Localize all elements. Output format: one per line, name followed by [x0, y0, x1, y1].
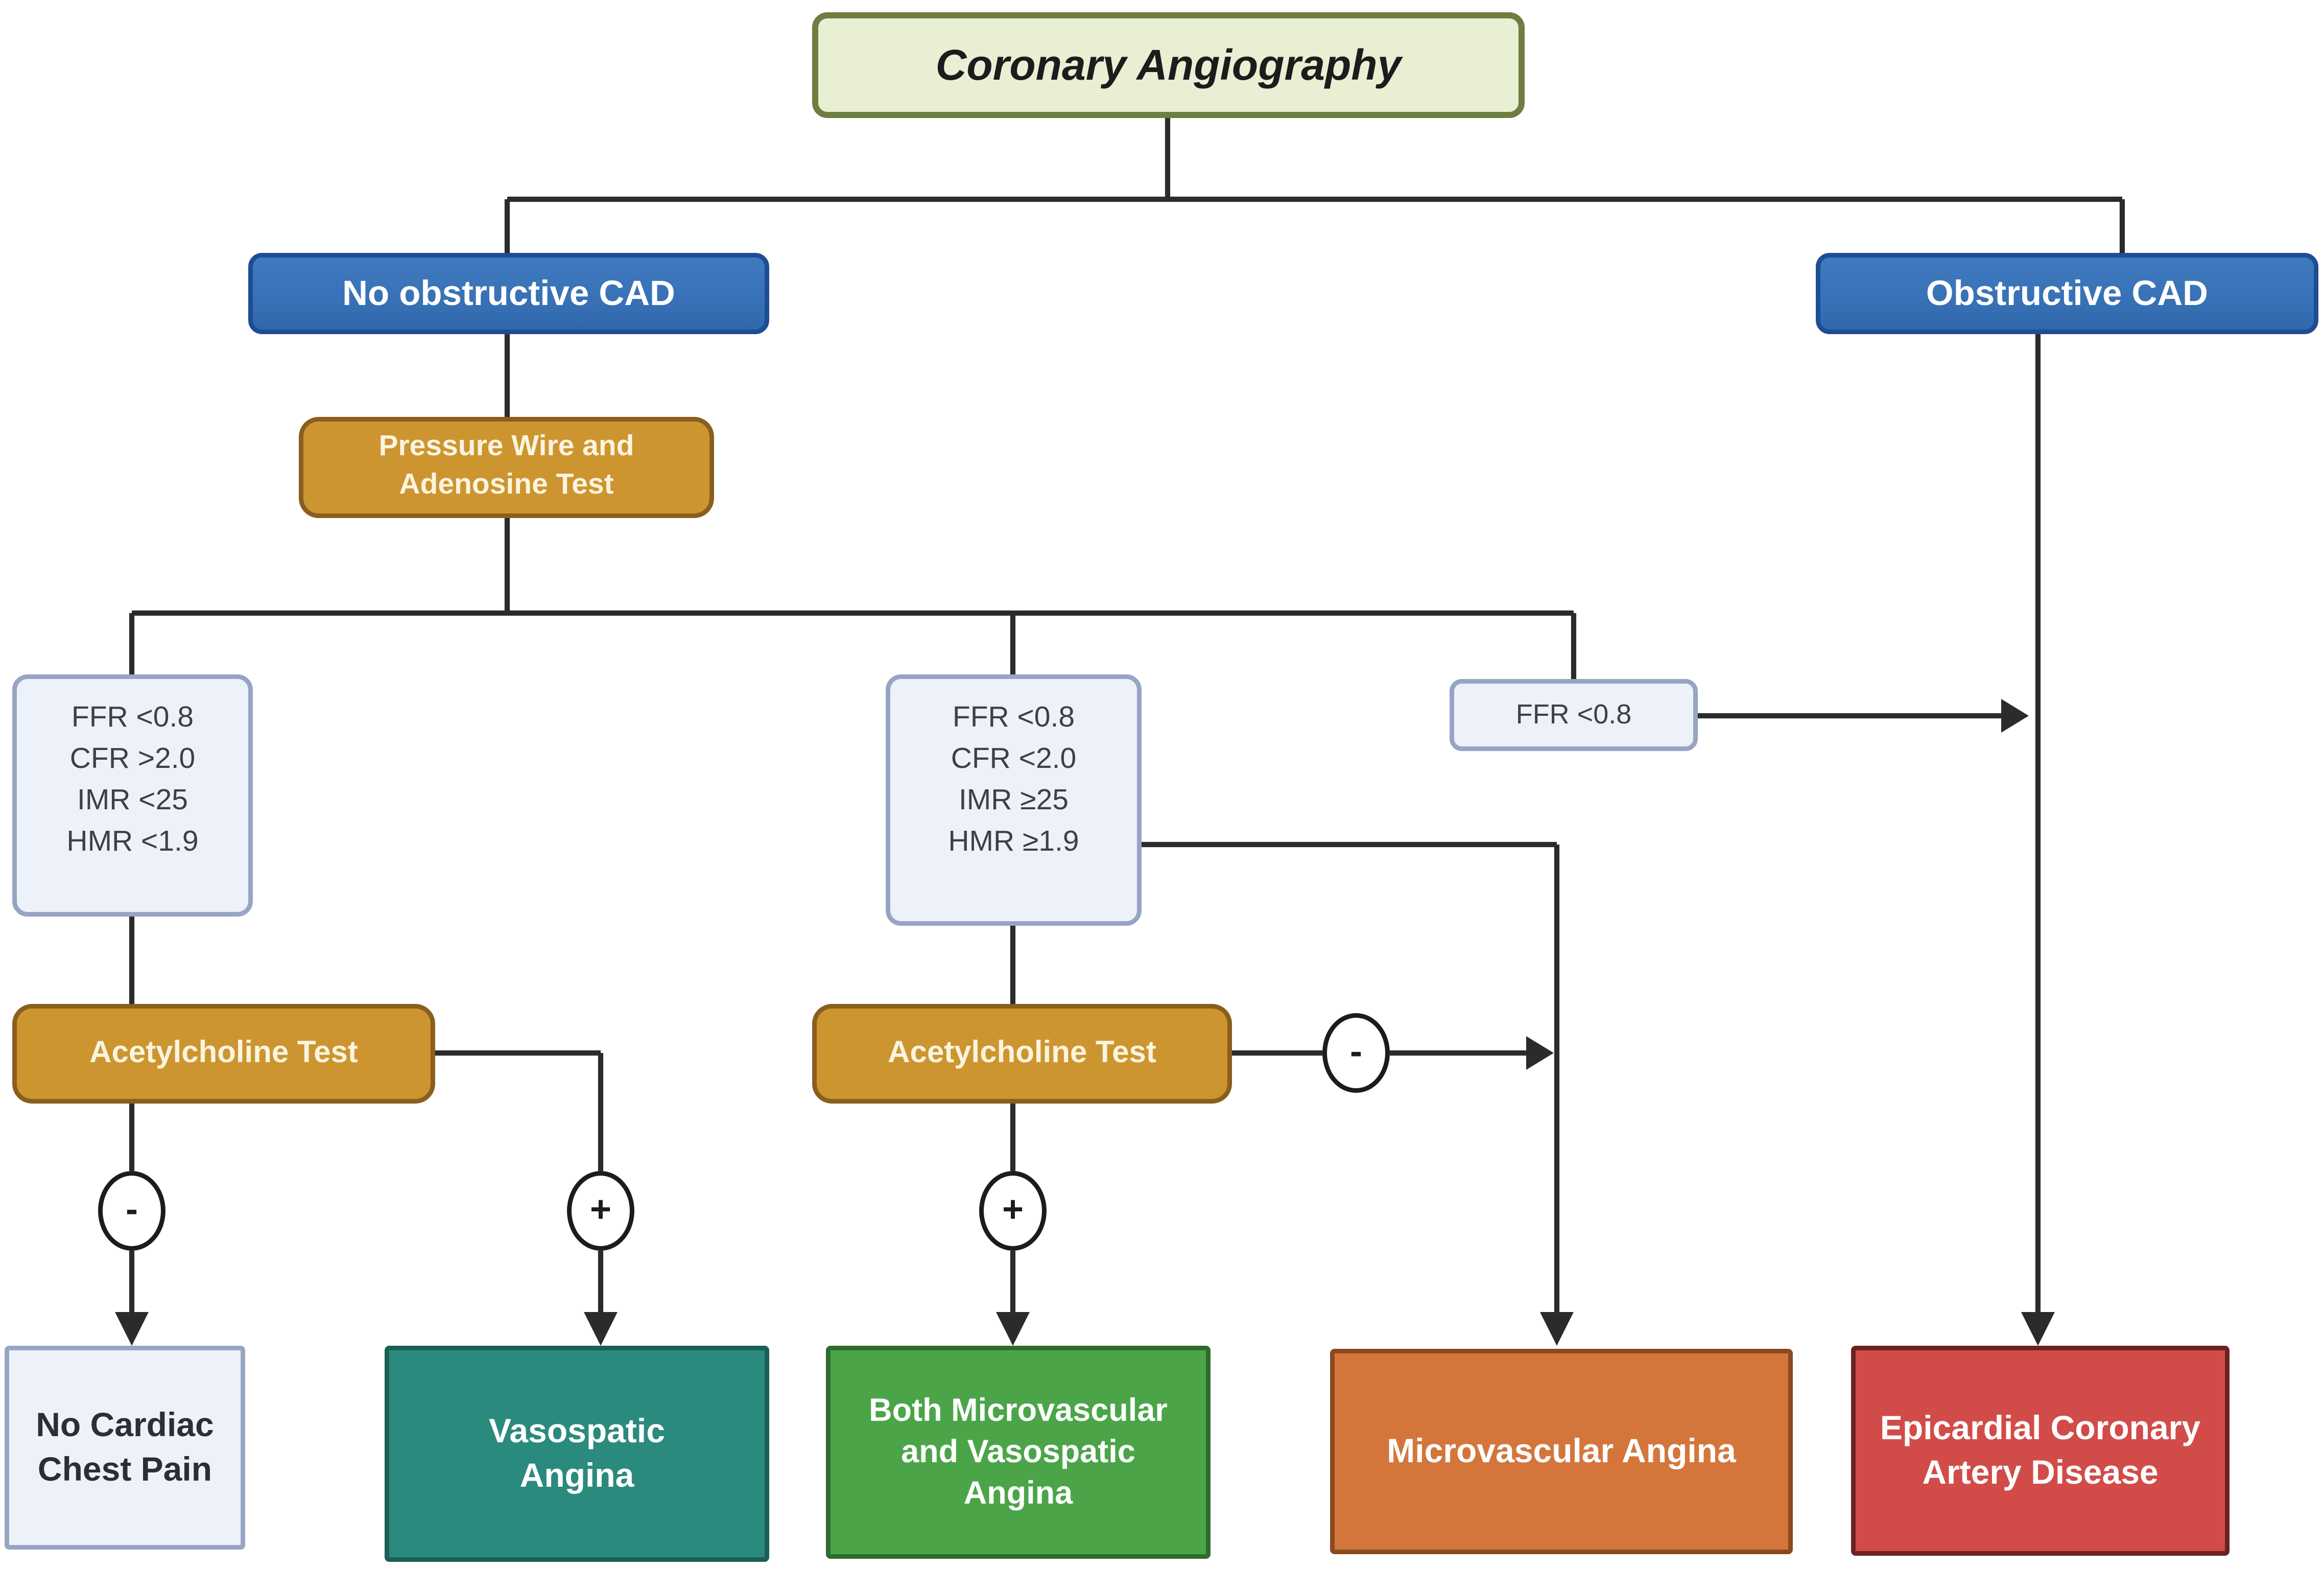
criteria-line-imr: IMR ≥25 [958, 784, 1069, 817]
node-both-microvascular-vasospatic: Both Microvascular and Vasospatic Angina [826, 1346, 1211, 1559]
sign-negative-glyph: - [126, 1189, 138, 1231]
sign-negative-glyph: - [1350, 1032, 1362, 1073]
node-acetylcholine-test-left: Acetylcholine Test [12, 1004, 435, 1104]
arrowhead-join-obstructive [2001, 698, 2029, 733]
node-coronary-angiography-label: Coronary Angiography [935, 40, 1402, 88]
node-vasospatic-angina: Vasospatic Angina [385, 1346, 769, 1562]
arrowhead-join-micro [1526, 1036, 1554, 1070]
sign-negative-left: - [98, 1171, 165, 1251]
node-vasospatic-label: Vasospatic Angina [489, 1411, 665, 1494]
sign-negative-mid: - [1322, 1013, 1390, 1093]
criteria-micro-lines: FFR <0.8 CFR <2.0 IMR ≥25 HMR ≥1.9 [948, 699, 1079, 864]
node-pressure-wire-label: Pressure Wire and Adenosine Test [378, 431, 634, 501]
node-epicardial-cad: Epicardial Coronary Artery Disease [1851, 1346, 2230, 1556]
arrowhead-no-cardiac [115, 1312, 149, 1346]
node-acetylcholine-mid-label: Acetylcholine Test [888, 1036, 1156, 1070]
node-criteria-normal-physiology: FFR <0.8 CFR >2.0 IMR <25 HMR <1.9 [12, 674, 253, 917]
node-epicardial-label: Epicardial Coronary Artery Disease [1880, 1408, 2201, 1491]
node-ffr-low: FFR <0.8 [1450, 679, 1698, 751]
sign-positive-glyph: + [589, 1189, 611, 1231]
node-no-obstructive-cad-label: No obstructive CAD [342, 273, 675, 313]
criteria-line-ffr: FFR <0.8 [952, 702, 1075, 734]
node-criteria-microvascular: FFR <0.8 CFR <2.0 IMR ≥25 HMR ≥1.9 [886, 674, 1142, 926]
criteria-normal-lines: FFR <0.8 CFR >2.0 IMR <25 HMR <1.9 [66, 699, 198, 864]
node-microvascular-angina: Microvascular Angina [1330, 1349, 1793, 1554]
node-both-label: Both Microvascular and Vasospatic Angina [869, 1392, 1168, 1512]
node-obstructive-cad-label: Obstructive CAD [1926, 273, 2209, 313]
arrowhead-both [995, 1312, 1030, 1346]
arrowhead-micro [1539, 1312, 1574, 1346]
arrowhead-epicardial [2021, 1312, 2055, 1346]
node-coronary-angiography: Coronary Angiography [812, 12, 1525, 118]
criteria-line-hmr: HMR <1.9 [66, 826, 199, 858]
criteria-line-cfr: CFR <2.0 [951, 743, 1077, 776]
arrowhead-vasospatic [583, 1312, 618, 1346]
criteria-line-ffr: FFR <0.8 [71, 702, 194, 734]
sign-positive-mid: + [979, 1171, 1047, 1251]
node-no-cardiac-label: No Cardiac Chest Pain [36, 1405, 214, 1488]
node-ffr-low-label: FFR <0.8 [1515, 699, 1632, 730]
criteria-line-cfr: CFR >2.0 [69, 743, 196, 776]
node-obstructive-cad: Obstructive CAD [1816, 253, 2318, 334]
node-pressure-wire-adenosine-test: Pressure Wire and Adenosine Test [299, 417, 714, 518]
connector-criteriamid-micro [1141, 841, 1560, 1315]
criteria-line-imr: IMR <25 [77, 784, 188, 817]
criteria-line-hmr: HMR ≥1.9 [948, 826, 1079, 858]
sign-positive-left: + [567, 1171, 634, 1251]
node-no-obstructive-cad: No obstructive CAD [248, 253, 769, 334]
node-microvascular-label: Microvascular Angina [1387, 1431, 1736, 1470]
node-acetylcholine-test-mid: Acetylcholine Test [812, 1004, 1232, 1104]
node-no-cardiac-chest-pain: No Cardiac Chest Pain [5, 1346, 245, 1550]
sign-positive-glyph: + [1002, 1189, 1024, 1231]
connector-ach-plus-left [435, 1050, 604, 1171]
node-acetylcholine-left-label: Acetylcholine Test [89, 1036, 358, 1070]
